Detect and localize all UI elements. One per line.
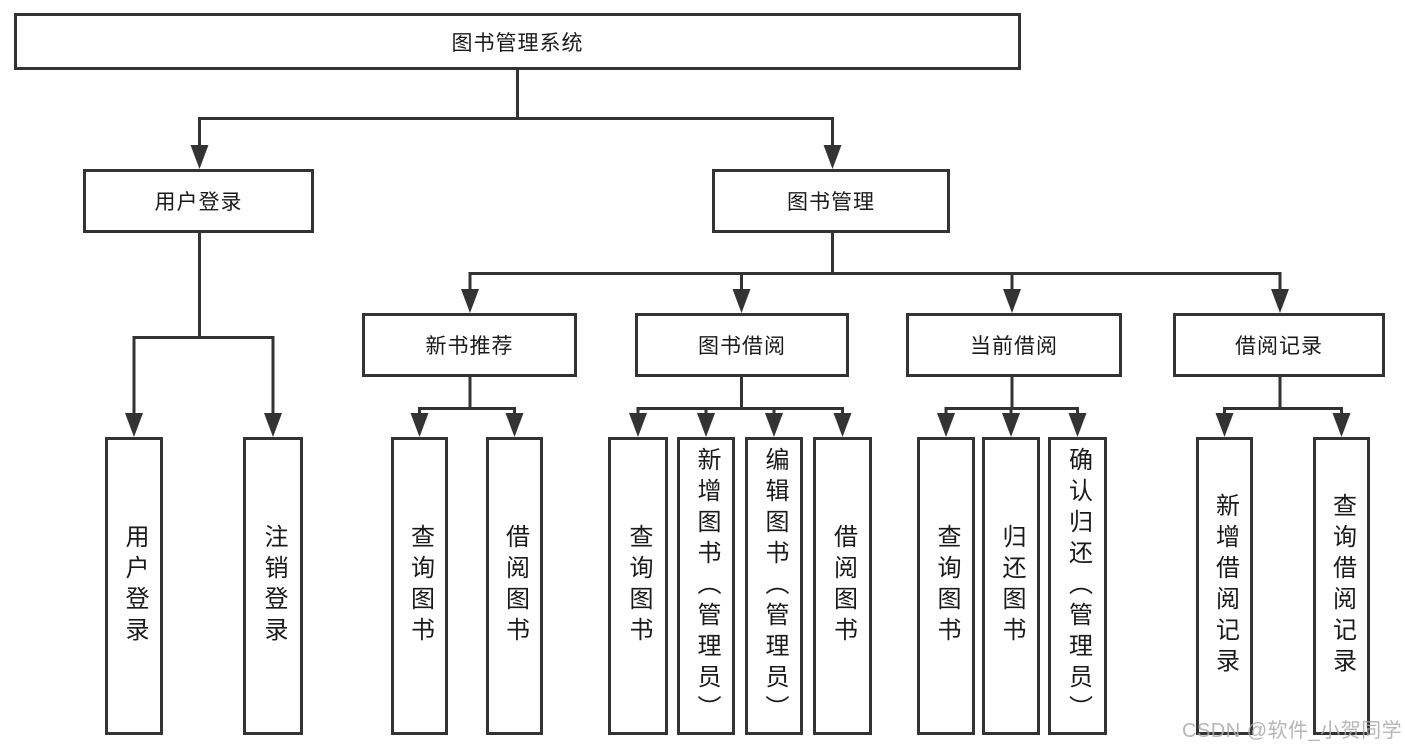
leaf-label: 查询图书 [406,524,434,648]
leaf-query-borrow-record: 查询借阅记录 [1313,437,1370,735]
leaf-label: 查询借阅记录 [1328,493,1356,679]
leaf-query-books-current: 查询图书 [917,437,975,735]
node-label: 图书管理 [787,191,875,214]
node-label: 用户登录 [154,191,243,214]
leaf-borrow-books-recommend: 借阅图书 [486,437,543,735]
leaf-logout: 注销登录 [243,437,303,735]
leaf-label: 注销登录 [260,524,287,648]
leaf-query-books-recommend: 查询图书 [391,437,448,735]
node-label: 新书推荐 [425,335,514,358]
leaf-label: 归还图书 [998,524,1025,648]
leaf-label: 新增借阅记录 [1211,493,1239,679]
node-label: 图书借阅 [698,335,786,358]
node-user-login: 用户登录 [83,169,314,233]
leaf-label: 查询图书 [933,524,960,648]
csdn-watermark: CSDN @软件_小贺同学 [1182,720,1403,742]
leaf-label: 用户登录 [121,524,148,648]
node-current-borrowing: 当前借阅 [906,313,1122,377]
node-new-book-recommend: 新书推荐 [362,313,577,377]
node-book-borrowing: 图书借阅 [635,313,849,377]
leaf-label: 借阅图书 [829,524,857,648]
node-book-management: 图书管理 [712,169,950,233]
leaf-label: 确认归还（管理员） [1064,446,1092,726]
leaf-add-borrow-record: 新增借阅记录 [1196,437,1253,735]
leaf-label: 借阅图书 [501,524,529,648]
node-borrowing-records: 借阅记录 [1173,313,1385,377]
leaf-label: 新增图书（管理员） [693,446,720,726]
node-label: 当前借阅 [970,335,1058,358]
leaf-add-books-admin: 新增图书（管理员） [677,437,735,735]
node-library-management-system: 图书管理系统 [14,13,1021,70]
leaf-edit-books-admin: 编辑图书（管理员） [745,437,803,735]
leaf-user-login: 用户登录 [105,437,163,735]
leaf-return-books: 归还图书 [982,437,1040,735]
leaf-label: 查询图书 [625,524,652,648]
node-label: 借阅记录 [1235,335,1323,358]
leaf-borrow-books: 借阅图书 [813,437,872,735]
node-label: 图书管理系统 [451,31,584,55]
leaf-confirm-return-admin: 确认归还（管理员） [1048,437,1107,735]
leaf-query-books-borrow: 查询图书 [608,437,668,735]
leaf-label: 编辑图书（管理员） [761,446,788,726]
